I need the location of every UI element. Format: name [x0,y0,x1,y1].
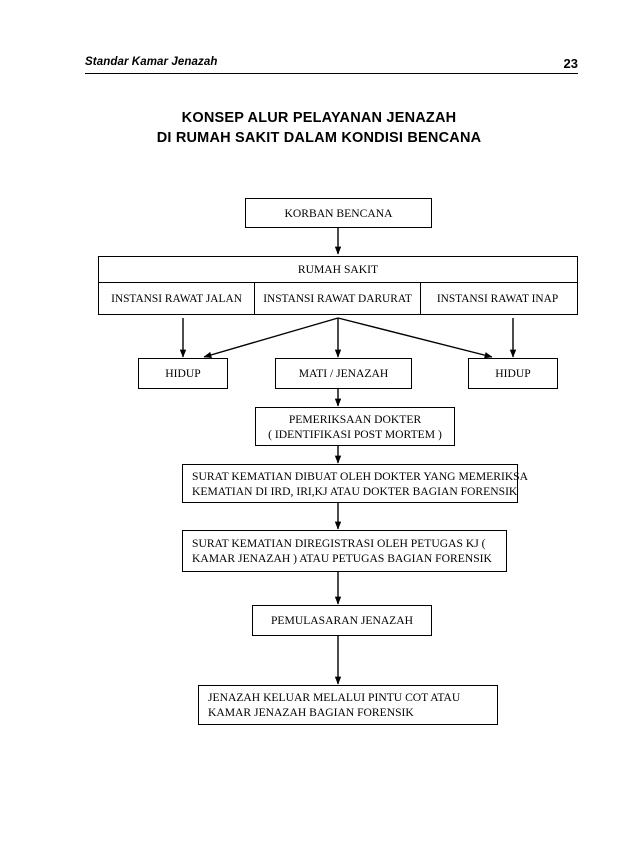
node-instansi-rawat-inap: INSTANSI RAWAT INAP [420,283,574,314]
page-number: 23 [563,56,578,71]
connector-darurat-to-hidup-right [337,317,493,359]
running-header: Standar Kamar Jenazah 23 [85,56,578,80]
node-surat-kematian-registrasi-line-1: SURAT KEMATIAN DIREGISTRASI OLEH PETUGAS… [192,537,486,550]
document-title: KONSEP ALUR PELAYANAN JENAZAH DI RUMAH S… [0,108,638,148]
node-rumah-sakit-cells: INSTANSI RAWAT JALAN INSTANSI RAWAT DARU… [99,283,577,314]
node-surat-kematian-dibuat: SURAT KEMATIAN DIBUAT OLEH DOKTER YANG M… [182,464,528,503]
node-hidup-left-label: HIDUP [165,367,201,380]
node-jenazah-keluar-line-1: JENAZAH KELUAR MELALUI PINTU COT ATAU [208,691,461,704]
node-surat-kematian-registrasi: SURAT KEMATIAN DIREGISTRASI OLEH PETUGAS… [182,530,507,572]
node-instansi-rawat-darurat-label: INSTANSI RAWAT DARURAT [263,292,412,305]
node-pemulasaran-jenazah: PEMULASARAN JENAZAH [252,605,432,636]
node-rumah-sakit-header: RUMAH SAKIT [99,257,577,283]
header-title: Standar Kamar Jenazah [85,56,218,68]
node-jenazah-keluar: JENAZAH KELUAR MELALUI PINTU COT ATAU KA… [198,685,498,725]
node-pemeriksaan-dokter: PEMERIKSAAN DOKTER ( IDENTIFIKASI POST M… [255,407,455,446]
node-surat-kematian-dibuat-line-2: KEMATIAN DI IRD, IRI,KJ ATAU DOKTER BAGI… [192,484,518,498]
node-instansi-rawat-jalan-label: INSTANSI RAWAT JALAN [111,292,242,305]
node-hidup-right: HIDUP [468,358,558,389]
node-korban-bencana: KORBAN BENCANA [245,198,432,228]
node-pemeriksaan-dokter-line-2: ( IDENTIFIKASI POST MORTEM ) [268,427,442,441]
document-title-line-2: DI RUMAH SAKIT DALAM KONDISI BENCANA [156,130,482,146]
connector-darurat-to-hidup-left [203,317,339,359]
node-rumah-sakit-label: RUMAH SAKIT [297,263,379,276]
node-pemulasaran-jenazah-label: PEMULASARAN JENAZAH [270,614,414,627]
node-korban-bencana-label: KORBAN BENCANA [284,206,393,220]
node-mati-jenazah: MATI / JENAZAH [275,358,412,389]
node-instansi-rawat-darurat: INSTANSI RAWAT DARURAT [254,283,420,314]
node-instansi-rawat-jalan: INSTANSI RAWAT JALAN [99,283,254,314]
document-title-line-1: KONSEP ALUR PELAYANAN JENAZAH [181,110,457,126]
node-surat-kematian-dibuat-line-1: SURAT KEMATIAN DIBUAT OLEH DOKTER YANG M… [192,469,529,483]
node-jenazah-keluar-line-2: KAMAR JENAZAH BAGIAN FORENSIK [208,706,414,719]
node-mati-jenazah-label: MATI / JENAZAH [298,367,389,380]
node-surat-kematian-registrasi-line-2: KAMAR JENAZAH ) ATAU PETUGAS BAGIAN FORE… [192,552,492,565]
node-hidup-right-label: HIDUP [495,367,531,380]
node-hidup-left: HIDUP [138,358,228,389]
node-pemeriksaan-dokter-line-1: PEMERIKSAAN DOKTER [288,412,422,426]
header-rule [85,73,578,74]
node-rumah-sakit-group: RUMAH SAKIT INSTANSI RAWAT JALAN INSTANS… [98,256,578,315]
node-instansi-rawat-inap-label: INSTANSI RAWAT INAP [436,292,559,305]
